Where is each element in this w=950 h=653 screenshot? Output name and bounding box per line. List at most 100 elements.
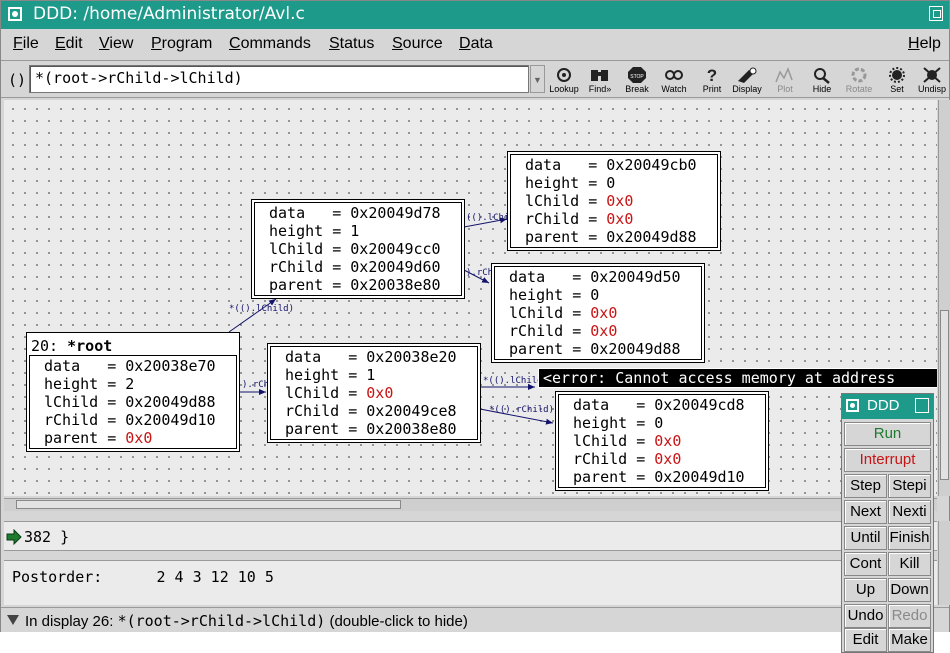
next-button[interactable]: Next [844,500,887,524]
display-lchild[interactable]: data = 0x20049d78 height = 1 lChild = 0x… [251,199,465,299]
field-value: 0x20038e70 [125,357,216,375]
hide-icon [814,68,830,84]
menu-program[interactable]: Program [151,35,213,52]
field-row: parent = 0x0 [44,429,153,447]
scrollbar-thumb[interactable] [940,310,949,480]
graph-vertical-scrollbar[interactable] [938,100,950,496]
graph-horizontal-scrollbar[interactable] [4,498,937,511]
nexti-button[interactable]: Nexti [888,500,931,524]
display-root[interactable]: 20: *root data = 0x20038e70 height = 2 l… [26,332,240,452]
field-row: data = 0x20049d50 [509,268,681,286]
menu-edit[interactable]: Edit [55,35,83,52]
field-value: 0x20049d88 [606,228,697,246]
source-window[interactable]: 382 } [4,521,937,551]
display-rchild-rchild[interactable]: data = 0x20049cd8 height = 0 lChild = 0x… [555,391,769,491]
step-button[interactable]: Step [844,474,887,498]
tool-undisp[interactable]: Undisp [911,64,950,96]
field-name: height [285,366,340,384]
edge-label: ).rChi [466,268,499,278]
tool-lookup[interactable]: Lookup [543,64,585,96]
tool-label: Display [732,84,762,94]
tool-rotate[interactable]: Rotate [838,64,880,96]
field-name: data [285,348,322,366]
field-value: 0x20049d10 [125,411,216,429]
menu-file[interactable]: File [13,35,39,52]
debugger-console[interactable]: Postorder: 2 4 3 12 10 5 [4,560,937,605]
tool-find[interactable]: Find» [579,64,621,96]
struct-fields: data = 0x20049d78 height = 1 lChild = 0x… [254,202,462,296]
argument-input[interactable]: *(root->rChild->lChild) [29,65,529,93]
field-name: lChild [525,192,580,210]
tool-hide[interactable]: Hide [801,64,843,96]
edit-button[interactable]: Edit [844,628,887,652]
tool-plot[interactable]: Plot [764,64,806,96]
status-message: In display 26: *(root->rChild->lChild) (… [25,612,468,630]
tool-watch[interactable]: Watch [653,64,695,96]
field-row: height = 2 [44,375,135,393]
console-scrollbar[interactable] [938,521,950,605]
run-button[interactable]: Run [844,422,931,446]
finish-button[interactable]: Finish [888,526,931,550]
until-button[interactable]: Until [844,526,887,550]
scrollbar-thumb[interactable] [16,500,401,509]
field-value-null: 0x0 [654,432,682,450]
field-value: 0x20049d50 [590,268,681,286]
field-row: height = 1 [285,366,376,384]
field-value: 0x20049cc0 [350,240,441,258]
tool-set[interactable]: Set [876,64,918,96]
tool-break[interactable]: STOP Break [616,64,658,96]
status-history-icon[interactable] [7,615,19,625]
interrupt-button[interactable]: Interrupt [844,448,931,472]
display-lchild-lchild[interactable]: data = 0x20049cb0 height = 0 lChild = 0x… [507,151,721,251]
argument-toolbar: (): *(root->rChild->lChild) ▼ Lookup Fin… [1,62,949,98]
field-name: rChild [269,258,324,276]
edge-r-rchild [479,408,554,425]
error-display[interactable]: <error: Cannot access memory at address [538,368,937,388]
maximize-icon[interactable] [929,6,943,21]
kill-button[interactable]: Kill [888,552,931,576]
tool-print[interactable]: ? Print [691,64,733,96]
menu-help[interactable]: Help [908,35,941,52]
set-icon [889,67,905,83]
field-name: height [573,414,628,432]
window-menu-icon[interactable] [8,7,22,21]
display-lchild-rchild[interactable]: data = 0x20049d50 height = 0 lChild = 0x… [491,263,705,363]
cont-button[interactable]: Cont [844,552,887,576]
find-icon [591,70,608,81]
tool-label: Set [890,84,904,94]
menu-data[interactable]: Data [459,35,493,52]
struct-fields: data = 0x20049d50 height = 0 lChild = 0x… [494,266,702,360]
field-row: lChild = 0x20049d88 [44,393,216,411]
field-value: 0 [654,414,664,432]
field-value: 0x20038e80 [350,276,441,294]
field-name: parent [525,228,580,246]
window-menu-icon[interactable] [846,399,859,412]
field-value: 0x20038e20 [366,348,457,366]
undisp-icon [923,67,941,83]
field-name: rChild [285,402,340,420]
tool-display[interactable]: Display [726,64,768,96]
maximize-icon[interactable] [915,398,929,413]
field-name: rChild [573,450,628,468]
data-display-graph[interactable]: *(().lChild) ).rChi (().lChild ).rChi *(… [4,100,937,496]
title-bar[interactable]: DDD: /home/Administrator/Avl.c [1,1,949,29]
up-button[interactable]: Up [844,578,887,602]
argument-history-dropdown[interactable]: ▼ [530,65,545,93]
down-button[interactable]: Down [888,578,931,602]
menu-view[interactable]: View [99,35,134,52]
redo-button[interactable]: Redo [888,604,931,628]
make-button[interactable]: Make [888,628,931,652]
field-name: data [44,357,81,375]
menu-status[interactable]: Status [329,35,375,52]
command-tool-title-bar[interactable]: DDD [842,394,933,419]
field-name: data [269,204,306,222]
stepi-button[interactable]: Stepi [888,474,931,498]
menu-source[interactable]: Source [392,35,443,52]
field-value-null: 0x0 [125,429,153,447]
command-tool: DDD Run Interrupt Step Stepi Next Nexti … [841,393,934,653]
undo-button[interactable]: Undo [844,604,887,628]
field-value: 0x20049d78 [350,204,441,222]
display-rchild[interactable]: data = 0x20038e20 height = 1 lChild = 0x… [267,343,481,443]
menu-commands[interactable]: Commands [229,35,311,52]
stop-icon: STOP [628,67,646,83]
